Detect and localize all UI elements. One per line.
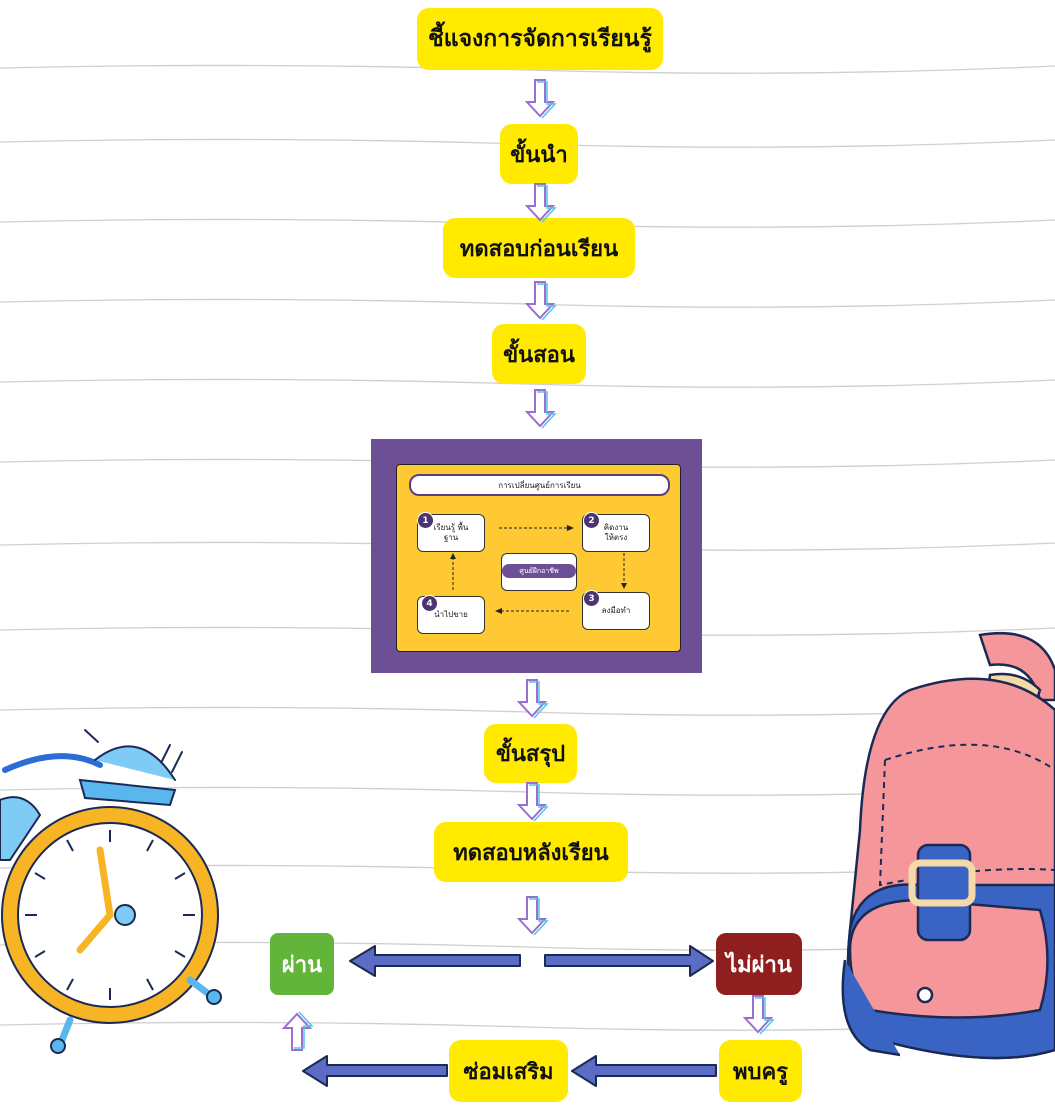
- box-explain: ชี้แจงการจัดการเรียนรู้: [417, 8, 663, 70]
- step-1-label: เรียนรู้ พื้นฐาน: [433, 523, 469, 542]
- box-pretest: ทดสอบก่อนเรียน: [443, 218, 635, 278]
- backpack-icon: [841, 631, 1055, 1060]
- box-teach: ขั้นสอน: [492, 324, 586, 384]
- step-3-label: ลงมือทำ: [601, 606, 631, 615]
- step-2-label: คิดงาน ให้ตรง: [603, 523, 629, 542]
- step-2-number: 2: [583, 512, 600, 529]
- box-fail: ไม่ผ่าน: [716, 933, 802, 995]
- step-3-number: 3: [583, 590, 600, 607]
- step-1: เรียนรู้ พื้นฐาน: [417, 514, 485, 552]
- step-1-number: 1: [417, 512, 434, 529]
- learning-center-panel: การเปลี่ยนศูนย์การเรียน เรียนรู้ พื้นฐาน…: [396, 464, 681, 652]
- step-2: คิดงาน ให้ตรง: [582, 514, 650, 552]
- box-conclude: ขั้นสรุป: [484, 724, 577, 783]
- box-pass: ผ่าน: [270, 933, 334, 995]
- alarm-clock-icon: [0, 729, 222, 1054]
- center-box: ศูนย์ฝึกอาชีพ: [501, 553, 577, 591]
- box-remedial: ซ่อมเสริม: [449, 1040, 568, 1102]
- step-4-number: 4: [421, 595, 438, 612]
- center-label: ศูนย์ฝึกอาชีพ: [502, 564, 576, 578]
- box-intro: ขั้นนำ: [500, 124, 578, 184]
- learning-center-title: การเปลี่ยนศูนย์การเรียน: [409, 474, 670, 496]
- box-meet-teacher: พบครู: [719, 1040, 802, 1102]
- learning-center-frame: การเปลี่ยนศูนย์การเรียน เรียนรู้ พื้นฐาน…: [371, 439, 702, 673]
- step-4-label: นำไปขาย: [434, 610, 468, 619]
- cycle-arrows: [450, 525, 627, 614]
- box-posttest: ทดสอบหลังเรียน: [434, 822, 628, 882]
